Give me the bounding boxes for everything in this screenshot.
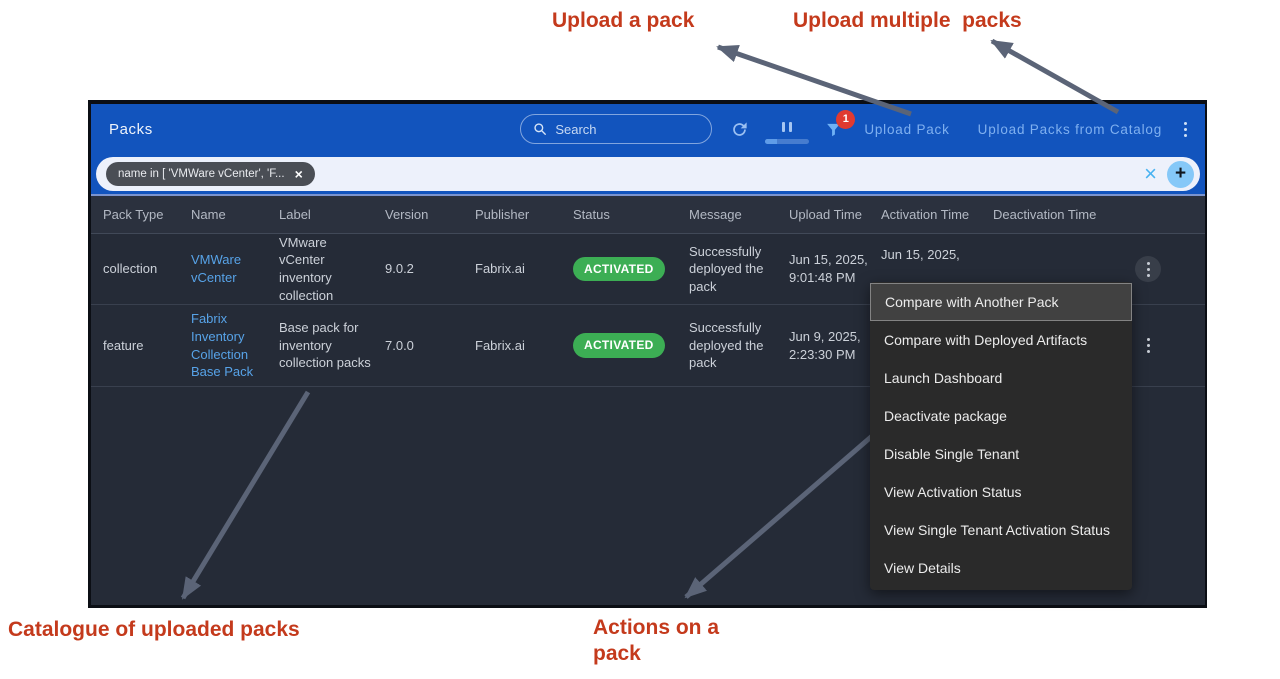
filter-chip[interactable]: name in [ 'VMWare vCenter', 'F... ×: [106, 162, 315, 186]
table-header-row: Pack Type Name Label Version Publisher S…: [91, 194, 1205, 234]
cell-upload-time: Jun 15, 2025, 9:01:48 PM: [789, 252, 868, 285]
row-actions-kebab-icon[interactable]: [1135, 333, 1161, 359]
table-row[interactable]: collection VMWare vCenter VMware vCenter…: [91, 234, 1205, 305]
table-row[interactable]: feature Fabrix Inventory Collection Base…: [91, 305, 1205, 387]
column-header-publisher[interactable]: Publisher: [475, 206, 530, 222]
menu-item-compare-with-deployed-artifacts[interactable]: Compare with Deployed Artifacts: [884, 332, 1088, 348]
filter-count-badge: 1: [836, 109, 856, 129]
header-kebab-menu-icon[interactable]: [1184, 121, 1187, 137]
menu-item-launch-dashboard[interactable]: Launch Dashboard: [884, 370, 1003, 386]
pack-actions-context-menu: Compare with Another Pack Compare with D…: [870, 282, 1132, 590]
menu-item-view-single-tenant-activation-status[interactable]: View Single Tenant Activation Status: [884, 522, 1110, 538]
cell-pack-type: feature: [103, 337, 144, 353]
cell-version: 7.0.0: [385, 337, 414, 353]
cell-version: 9.0.2: [385, 261, 414, 277]
search-icon: [534, 123, 547, 135]
column-header-activation-time[interactable]: Activation Time: [881, 206, 970, 222]
cell-status: ACTIVATED: [573, 256, 689, 282]
column-header-label[interactable]: Label: [279, 206, 311, 222]
column-header-message[interactable]: Message: [689, 206, 742, 222]
filter-funnel-icon: [827, 123, 841, 136]
packs-app-window: Packs 1 U: [88, 100, 1207, 608]
cell-label: VMware vCenter inventory collection: [279, 234, 334, 303]
row-actions-kebab-icon[interactable]: [1135, 256, 1161, 282]
chip-close-icon[interactable]: ×: [294, 166, 303, 182]
cell-actions: [1111, 256, 1205, 282]
column-header-status[interactable]: Status: [573, 206, 610, 222]
annotation-actions-on-a-pack: Actions on a pack: [593, 616, 720, 665]
column-header-version[interactable]: Version: [385, 206, 429, 222]
menu-item-view-activation-status[interactable]: View Activation Status: [884, 484, 1022, 500]
filter-row: name in [ 'VMWare vCenter', 'F... × × +: [91, 154, 1205, 194]
status-badge: ACTIVATED: [573, 333, 665, 358]
menu-item-disable-single-tenant[interactable]: Disable Single Tenant: [884, 446, 1020, 462]
cell-publisher: Fabrix.ai: [475, 261, 525, 277]
column-header-upload-time[interactable]: Upload Time: [789, 206, 862, 222]
annotation-catalogue-of-uploaded-packs: Catalogue of uploaded packs: [8, 618, 300, 641]
cell-upload-time: Jun 9, 2025, 2:23:30 PM: [789, 328, 861, 362]
filter-chip-label: name in [ 'VMWare vCenter', 'F...: [118, 168, 285, 180]
annotation-upload-a-pack: Upload a pack: [552, 9, 695, 32]
menu-item-compare-with-another-pack[interactable]: Compare with Another Pack: [870, 283, 1132, 321]
menu-item-deactivate-package[interactable]: Deactivate package: [884, 408, 1007, 424]
cell-actions: [1111, 333, 1205, 359]
cell-activation-time: Jun 15, 2025,: [881, 247, 960, 262]
refresh-icon[interactable]: [730, 120, 749, 139]
search-box[interactable]: [520, 114, 713, 144]
cell-message: Successfully deployed the pack: [689, 320, 764, 371]
annotation-upload-multiple-packs: Upload multiple packs: [793, 9, 1022, 32]
status-badge: ACTIVATED: [573, 256, 665, 282]
column-header-pack-type[interactable]: Pack Type: [103, 206, 164, 222]
pause-control[interactable]: [765, 122, 810, 144]
add-filter-button[interactable]: +: [1167, 160, 1194, 188]
menu-item-view-details[interactable]: View Details: [884, 560, 961, 576]
search-input[interactable]: [555, 121, 686, 137]
upload-pack-button[interactable]: Upload Pack: [864, 121, 950, 137]
cell-status: ACTIVATED: [573, 333, 689, 358]
column-header-deactivation-time[interactable]: Deactivation Time: [993, 206, 1097, 222]
clear-filters-icon[interactable]: ×: [1144, 161, 1157, 186]
pack-name-link[interactable]: Fabrix Inventory Collection Base Pack: [191, 311, 254, 380]
pack-name-link[interactable]: VMWare vCenter: [191, 252, 242, 285]
app-header: Packs 1 U: [91, 104, 1205, 154]
pause-icon: [782, 122, 793, 132]
filter-button[interactable]: 1: [825, 109, 856, 138]
filter-bar[interactable]: name in [ 'VMWare vCenter', 'F... × × +: [96, 157, 1200, 191]
upload-packs-from-catalog-button[interactable]: Upload Packs from Catalog: [977, 121, 1162, 137]
progress-bar: [765, 139, 810, 144]
cell-pack-type: collection: [103, 261, 158, 277]
cell-label: Base pack for inventory collection packs: [279, 320, 371, 371]
page-title: Packs: [109, 120, 153, 138]
column-header-name[interactable]: Name: [191, 206, 226, 222]
cell-publisher: Fabrix.ai: [475, 337, 525, 353]
cell-message: Successfully deployed the pack: [689, 243, 764, 294]
